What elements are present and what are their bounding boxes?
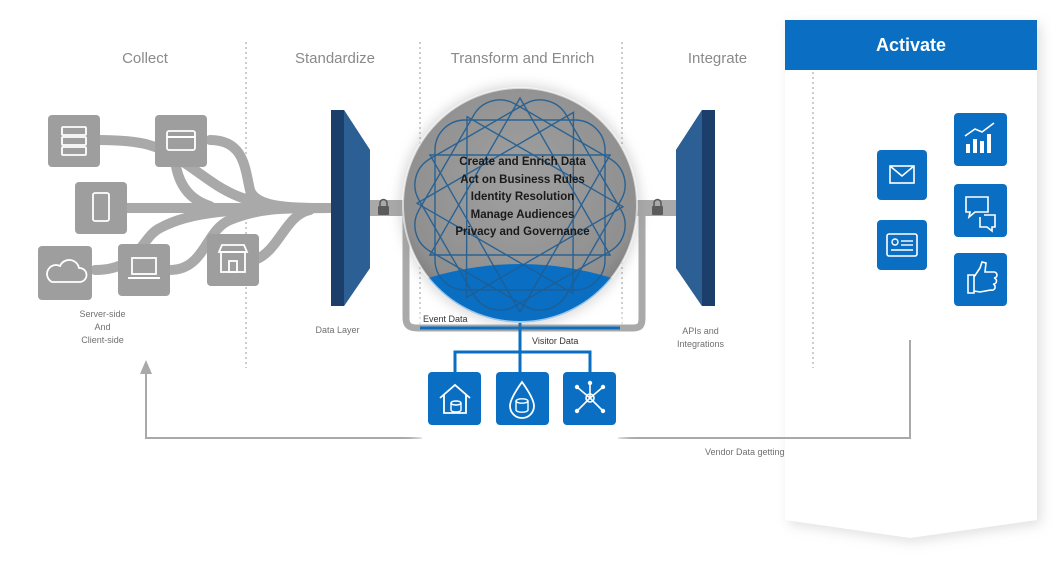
integration-gate	[676, 110, 715, 306]
source-icons	[38, 115, 259, 300]
core-function: Act on Business Rules	[460, 173, 585, 186]
sources-caption: Server-side And Client-side	[60, 308, 145, 347]
and-label: And	[94, 322, 111, 332]
arrow-head-icon	[140, 360, 152, 374]
activate-header	[785, 20, 1037, 70]
stage-title-activate: Activate	[875, 35, 947, 55]
thumbs-up-icon	[954, 253, 1007, 306]
server-icon	[48, 115, 100, 167]
stage-title-standardize: Standardize	[294, 50, 376, 67]
laptop-icon	[118, 244, 170, 296]
transform-core	[400, 85, 640, 325]
integrations-caption: APIs and Integrations	[668, 325, 733, 351]
output-icons	[877, 113, 1007, 306]
house-database-icon	[428, 372, 481, 425]
store-icon	[207, 234, 259, 286]
spirograph-pattern	[414, 96, 626, 314]
data-layer-label: Data Layer	[315, 325, 360, 335]
chat-icon	[954, 184, 1007, 237]
data-layer-gate	[331, 110, 370, 306]
stage-title-integrate: Integrate	[687, 50, 748, 67]
core-function: Privacy and Governance	[455, 226, 590, 238]
cloud-icon	[38, 246, 92, 300]
core-functions-list: Create and Enrich Data Act on Business R…	[440, 154, 605, 242]
event-data-label: Event Data	[423, 314, 468, 324]
core-function: Identity Resolution	[470, 191, 575, 203]
stage-title-transform: Transform and Enrich	[450, 50, 595, 67]
server-side-label: Server-side	[79, 309, 126, 319]
data-drop-icon	[496, 372, 549, 425]
visitor-data-label: Visitor Data	[532, 336, 579, 346]
storage-icons	[428, 372, 616, 425]
lock-icon	[378, 198, 389, 215]
client-side-label: Client-side	[81, 335, 124, 345]
vendor-data-label: Vendor Data getting	[705, 447, 785, 457]
id-card-icon	[877, 220, 927, 270]
apis-and-label: APIs and	[682, 326, 719, 336]
mobile-phone-icon	[75, 182, 127, 234]
core-function: Manage Audiences	[470, 208, 575, 221]
integrations-label: Integrations	[676, 339, 725, 349]
integration-lines	[715, 137, 960, 283]
analytics-chart-icon	[954, 113, 1007, 166]
network-hub-icon	[563, 372, 616, 425]
credit-card-icon	[155, 115, 207, 167]
email-icon	[877, 150, 927, 200]
stage-dividers	[245, 42, 814, 368]
stage-title-collect: Collect	[122, 50, 168, 67]
core-function: Create and Enrich Data	[459, 156, 586, 168]
lock-icon	[652, 198, 663, 215]
